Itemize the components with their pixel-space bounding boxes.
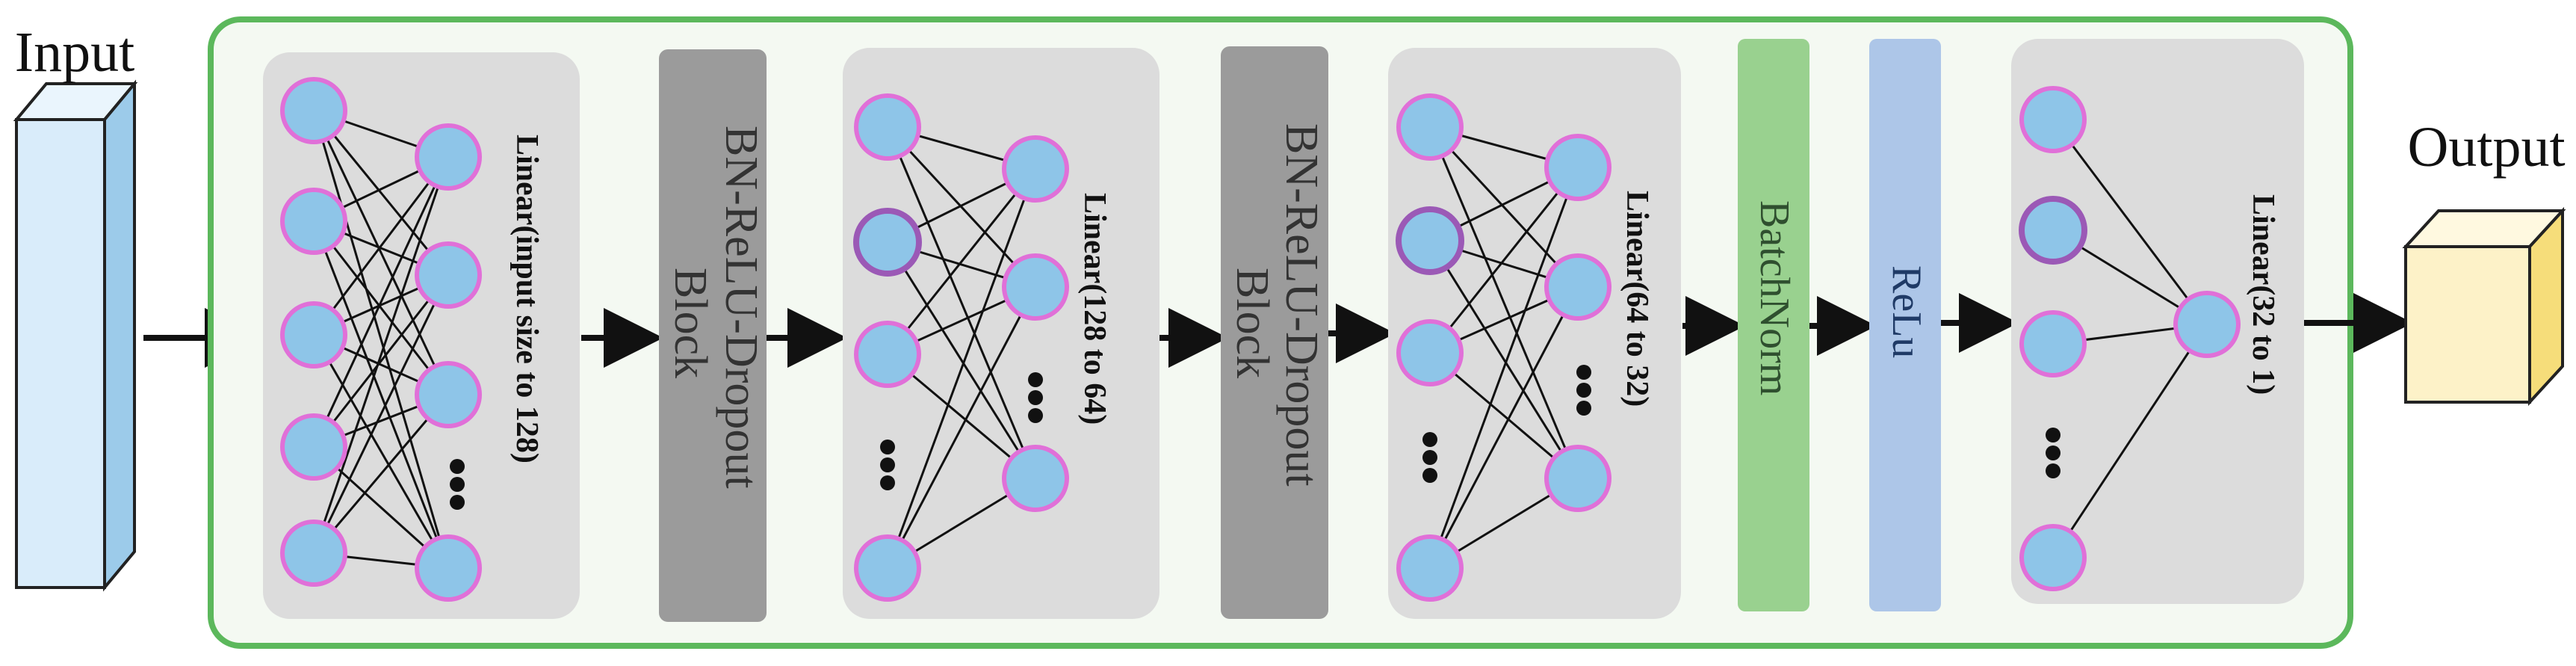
- neuron-node: [415, 241, 482, 309]
- ellipsis-dot: [450, 459, 465, 474]
- ellipsis-dot: [1422, 468, 1437, 483]
- linear3-label: Linear(64 to 32): [1620, 191, 1654, 407]
- ellipsis-dot: [880, 475, 895, 490]
- connection-line: [1428, 286, 1579, 569]
- bn-block1-line2: Block: [665, 268, 716, 378]
- connection-line: [312, 334, 450, 569]
- connection-line: [312, 156, 450, 448]
- bn-relu-dropout-block-2: [1221, 46, 1328, 619]
- neuron-node: [1396, 534, 1464, 602]
- ellipsis-dot: [1576, 401, 1591, 416]
- input-label: Input: [15, 21, 134, 84]
- connection-line: [886, 241, 1037, 479]
- connection-line: [886, 126, 1037, 479]
- ellipsis-dot: [450, 495, 465, 510]
- neuron-node: [1002, 445, 1069, 512]
- ellipsis-dot: [880, 440, 895, 454]
- connection-line: [312, 156, 450, 554]
- neuron-node: [854, 534, 921, 602]
- linear4-label: Linear(32 to 1): [2246, 194, 2280, 395]
- bn-block2-line2: Block: [1227, 268, 1278, 378]
- neuron-node: [1544, 253, 1611, 321]
- connection-line: [1428, 167, 1579, 569]
- ellipsis-dot: [1576, 365, 1591, 380]
- neuron-node: [854, 321, 921, 388]
- neuron-node: [280, 301, 347, 369]
- linear4-panel: [2011, 39, 2304, 604]
- neuron-node: [854, 93, 921, 161]
- connection-line: [2052, 119, 2208, 325]
- connection-line: [2052, 324, 2208, 558]
- ellipsis-dot: [450, 477, 465, 492]
- connection-line: [1428, 126, 1579, 289]
- bn-block2-line1: BN-ReLU-Dropout: [1276, 123, 1327, 487]
- neuron-node: [853, 208, 922, 277]
- ellipsis-dot: [2046, 445, 2061, 460]
- neuron-node: [1396, 206, 1464, 275]
- ellipsis-dot: [2046, 428, 2061, 443]
- batchnorm-label: BatchNorm: [1751, 200, 1798, 395]
- ellipsis-dot: [1028, 372, 1043, 387]
- ellipsis-dot: [1028, 408, 1043, 423]
- linear1-label: Linear(input size to 128): [510, 135, 544, 463]
- neuron-node: [415, 123, 482, 191]
- connection-line: [886, 126, 1037, 289]
- neuron-node: [415, 361, 482, 428]
- connection-line: [312, 156, 450, 336]
- input-cuboid: [13, 79, 138, 592]
- ellipsis-dot: [1028, 390, 1043, 405]
- connection-line: [312, 274, 450, 554]
- neuron-node: [1396, 319, 1464, 386]
- bn-relu-dropout-block-1: [659, 49, 767, 622]
- output-cuboid: [2402, 206, 2566, 407]
- output-label: Output: [2407, 116, 2565, 179]
- linear3-network: [1396, 93, 1611, 602]
- neuron-node: [2019, 86, 2087, 153]
- neuron-node: [2019, 310, 2087, 377]
- neuron-node: [1544, 445, 1611, 512]
- neuron-node: [2173, 291, 2241, 358]
- connection-line: [312, 110, 450, 395]
- connection-line: [312, 274, 450, 448]
- connection-line: [1428, 240, 1579, 479]
- linear1-network: [280, 77, 482, 602]
- batchnorm-block: [1738, 39, 1809, 611]
- connection-line: [312, 221, 450, 395]
- connection-line: [312, 394, 450, 554]
- connection-line: [312, 221, 450, 569]
- neuron-node: [1002, 253, 1069, 321]
- ellipsis-dot: [2046, 463, 2061, 478]
- neuron-node: [415, 534, 482, 602]
- neuron-node: [2019, 196, 2087, 265]
- neuron-node: [280, 519, 347, 587]
- linear2-label: Linear(128 to 64): [1077, 193, 1112, 425]
- neuron-node: [1396, 93, 1464, 161]
- neuron-node: [2019, 524, 2087, 591]
- connection-line: [1428, 126, 1579, 479]
- relu-label: ReLu: [1883, 265, 1930, 358]
- neuron-node: [1002, 135, 1069, 203]
- bn-block1-line1: BN-ReLU-Dropout: [716, 126, 767, 489]
- neuron-node: [1544, 134, 1611, 201]
- ellipsis-dot: [880, 457, 895, 472]
- connection-line: [312, 110, 450, 569]
- ellipsis-dot: [1422, 450, 1437, 465]
- neuron-node: [280, 188, 347, 255]
- linear4-network: [2019, 86, 2241, 591]
- neuron-node: [280, 77, 347, 144]
- ellipsis-dot: [1422, 432, 1437, 447]
- connection-line: [886, 168, 1037, 355]
- connection-line: [886, 168, 1037, 569]
- ellipsis-dot: [1576, 383, 1591, 398]
- connection-line: [886, 286, 1037, 569]
- connection-line: [1428, 167, 1579, 354]
- linear2-network: [853, 93, 1069, 602]
- relu-block: [1869, 39, 1941, 611]
- connection-line: [312, 110, 450, 276]
- neuron-node: [280, 413, 347, 481]
